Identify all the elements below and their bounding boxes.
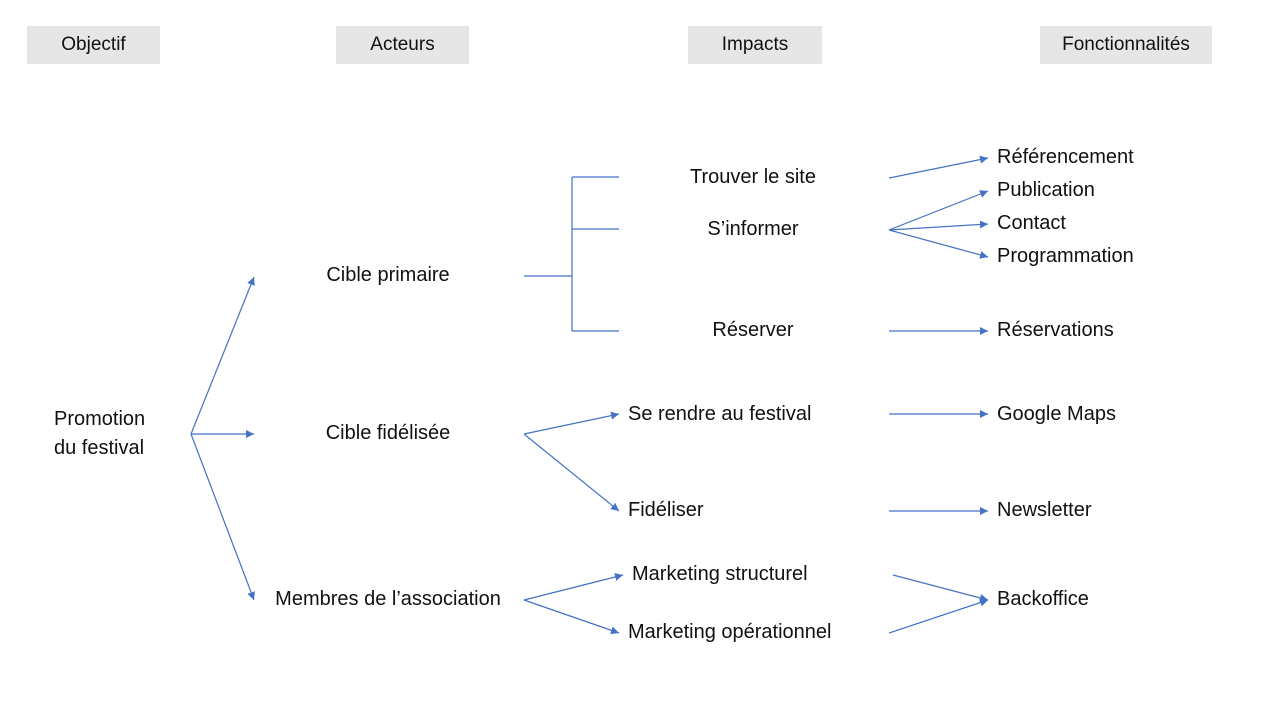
header-impacts: Impacts	[688, 26, 822, 64]
impact-marketing-structurel: Marketing structurel	[632, 563, 808, 585]
arrow-membres-struct	[523, 573, 624, 601]
fonction-reservations: Réservations	[997, 319, 1114, 341]
objectif-line1: Promotion	[54, 408, 146, 430]
header-fonctionnalites: Fonctionnalités	[1040, 26, 1212, 64]
fonction-publication: Publication	[997, 179, 1095, 201]
objectif-label: Promotion du festival	[54, 405, 145, 463]
impact-trouver-site: Trouver le site	[690, 166, 816, 188]
fonction-contact: Contact	[997, 212, 1066, 234]
fonction-programmation: Programmation	[997, 245, 1134, 267]
fonction-newsletter: Newsletter	[997, 499, 1092, 521]
arrow-trouver-referencement	[888, 155, 989, 179]
impact-informer: S’informer	[707, 218, 799, 240]
objectif-line2: du festival	[54, 437, 145, 459]
arrow-informer-programmation	[888, 229, 989, 259]
arrow-membres-oper	[523, 599, 620, 635]
impact-se-rendre: Se rendre au festival	[628, 403, 812, 425]
impact-fideliser: Fidéliser	[628, 499, 704, 521]
impact-reserver: Réserver	[712, 319, 794, 341]
header-objectif: Objectif	[27, 26, 160, 64]
impact-marketing-operationnel: Marketing opérationnel	[628, 621, 832, 643]
header-acteurs: Acteurs	[336, 26, 469, 64]
arrow-struct-backoffice	[892, 574, 989, 602]
fonction-referencement: Référencement	[997, 146, 1134, 168]
arrow-objectif-membres	[190, 433, 255, 601]
acteur-cible-primaire: Cible primaire	[326, 264, 450, 286]
arrow-fidelisee-rendre	[523, 411, 620, 435]
fonction-google-maps: Google Maps	[997, 403, 1116, 425]
arrow-informer-contact	[888, 220, 989, 231]
fonction-backoffice: Backoffice	[997, 588, 1089, 610]
acteur-cible-fidelisee: Cible fidélisée	[325, 422, 451, 444]
arrow-fidelisee-fideliser	[523, 433, 620, 512]
arrow-oper-backoffice	[888, 598, 989, 634]
acteur-membres-association: Membres de l’association	[275, 588, 501, 610]
arrow-informer-publication	[888, 190, 989, 231]
arrow-objectif-primaire	[190, 276, 255, 435]
